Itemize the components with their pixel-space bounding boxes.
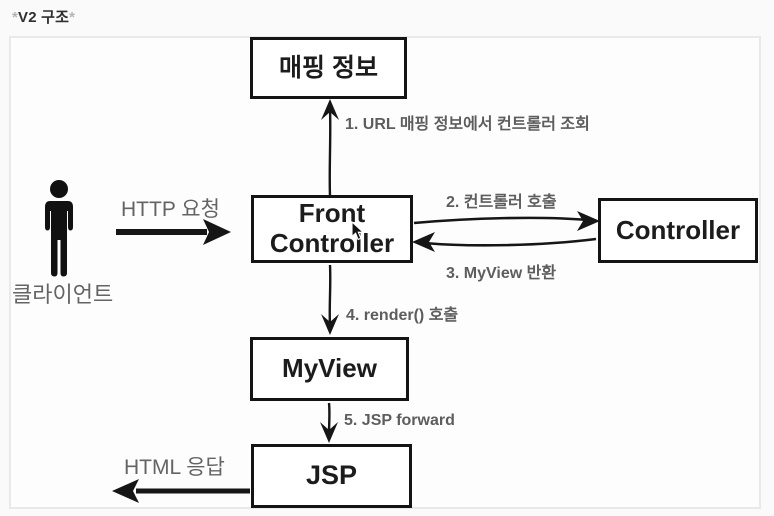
jsp-label: JSP <box>305 460 358 491</box>
controller-box: Controller <box>598 198 758 263</box>
step4-label: 4. render() 호출 <box>346 307 459 324</box>
step2-label: 2. 컨트롤러 호출 <box>446 194 557 211</box>
myview-box: MyView <box>250 337 409 401</box>
myview-label: MyView <box>282 353 377 384</box>
html-response-label: HTML 응답 <box>124 456 225 479</box>
front-controller-label: Front Controller <box>269 198 395 258</box>
controller-label: Controller <box>615 214 741 245</box>
mapping-info-box: 매핑 정보 <box>250 37 407 99</box>
title-text: V2 구조 <box>18 9 70 26</box>
step3-label: 3. MyView 반환 <box>446 265 557 282</box>
step1-label: 1. URL 매핑 정보에서 컨트롤러 조회 <box>345 116 590 133</box>
title-star-left: * <box>12 9 19 26</box>
client-label: 클라이언트 <box>12 282 114 307</box>
step5-label: 5. JSP forward <box>344 412 455 429</box>
title-star-right: * <box>69 9 76 26</box>
diagram-canvas <box>9 36 761 509</box>
mapping-info-label: 매핑 정보 <box>279 53 378 82</box>
front-controller-box: Front Controller <box>251 195 413 263</box>
jsp-box: JSP <box>251 444 412 508</box>
http-request-label: HTTP 요청 <box>121 198 220 221</box>
page-title: *V2 구조* <box>12 6 75 27</box>
